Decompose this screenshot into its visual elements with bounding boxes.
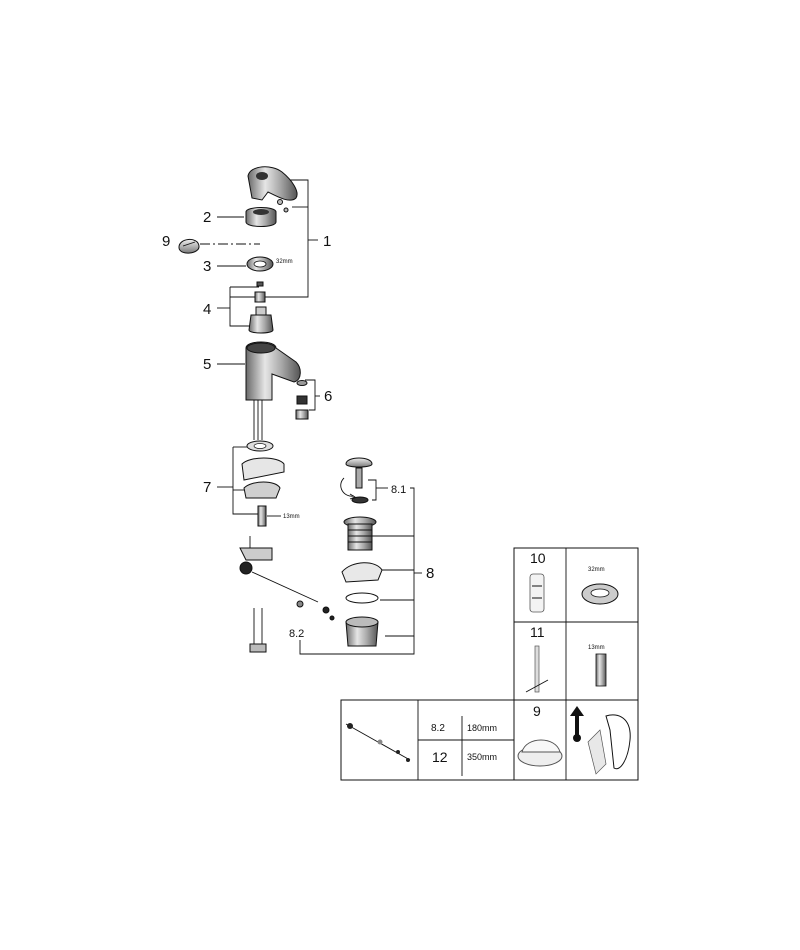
callout-7: 7 [203,479,211,496]
rod-length-180: 180mm [467,723,497,733]
callout-5: 5 [203,356,211,373]
nut-icon [581,583,619,605]
table-size-11: 13mm [588,645,605,651]
mounting-set: 13mm [241,440,300,527]
rod-icon [525,645,549,693]
lever-handle [247,166,298,213]
table-number-9: 9 [533,703,541,719]
lift-rod-assembly [239,536,335,653]
nut-32mm: 32mm [246,256,293,272]
callout-4: 4 [203,301,211,318]
callout-8-2: 8.2 [289,628,304,640]
aerator [295,380,309,420]
cap-ring [245,207,277,227]
rod-size-label: 13mm [283,514,300,520]
nut-size-label: 32mm [276,259,293,265]
water-flow-icon [587,729,607,775]
thermometer-icon [570,706,584,742]
table-size-10: 32mm [588,567,605,573]
spare-parts-table: 10 32mm 11 13mm 9 [340,547,639,781]
faucet-body [245,341,301,440]
callout-8: 8 [426,565,434,582]
rod-part-12: 12 [432,749,448,765]
faucet-lever-icon [605,714,631,770]
sleeve-icon [595,653,607,687]
rod-length-icon [345,723,411,762]
callout-9: 9 [162,233,170,250]
hex-cap [178,239,200,254]
leader-lines [200,179,422,655]
callout-6: 6 [324,388,332,405]
rod-part-8-2: 8.2 [431,723,445,734]
popup-plug [340,457,373,504]
callout-3: 3 [203,258,211,275]
callout-8-1: 8.1 [391,484,406,496]
callout-1: 1 [323,233,331,250]
drain-body [341,516,383,647]
cartridge-icon [529,573,545,613]
callout-2: 2 [203,209,211,226]
table-number-10: 10 [530,550,546,566]
cap-icon [517,739,563,767]
table-number-11: 11 [530,624,545,640]
cartridge [248,281,274,334]
rod-length-350: 350mm [467,752,497,762]
